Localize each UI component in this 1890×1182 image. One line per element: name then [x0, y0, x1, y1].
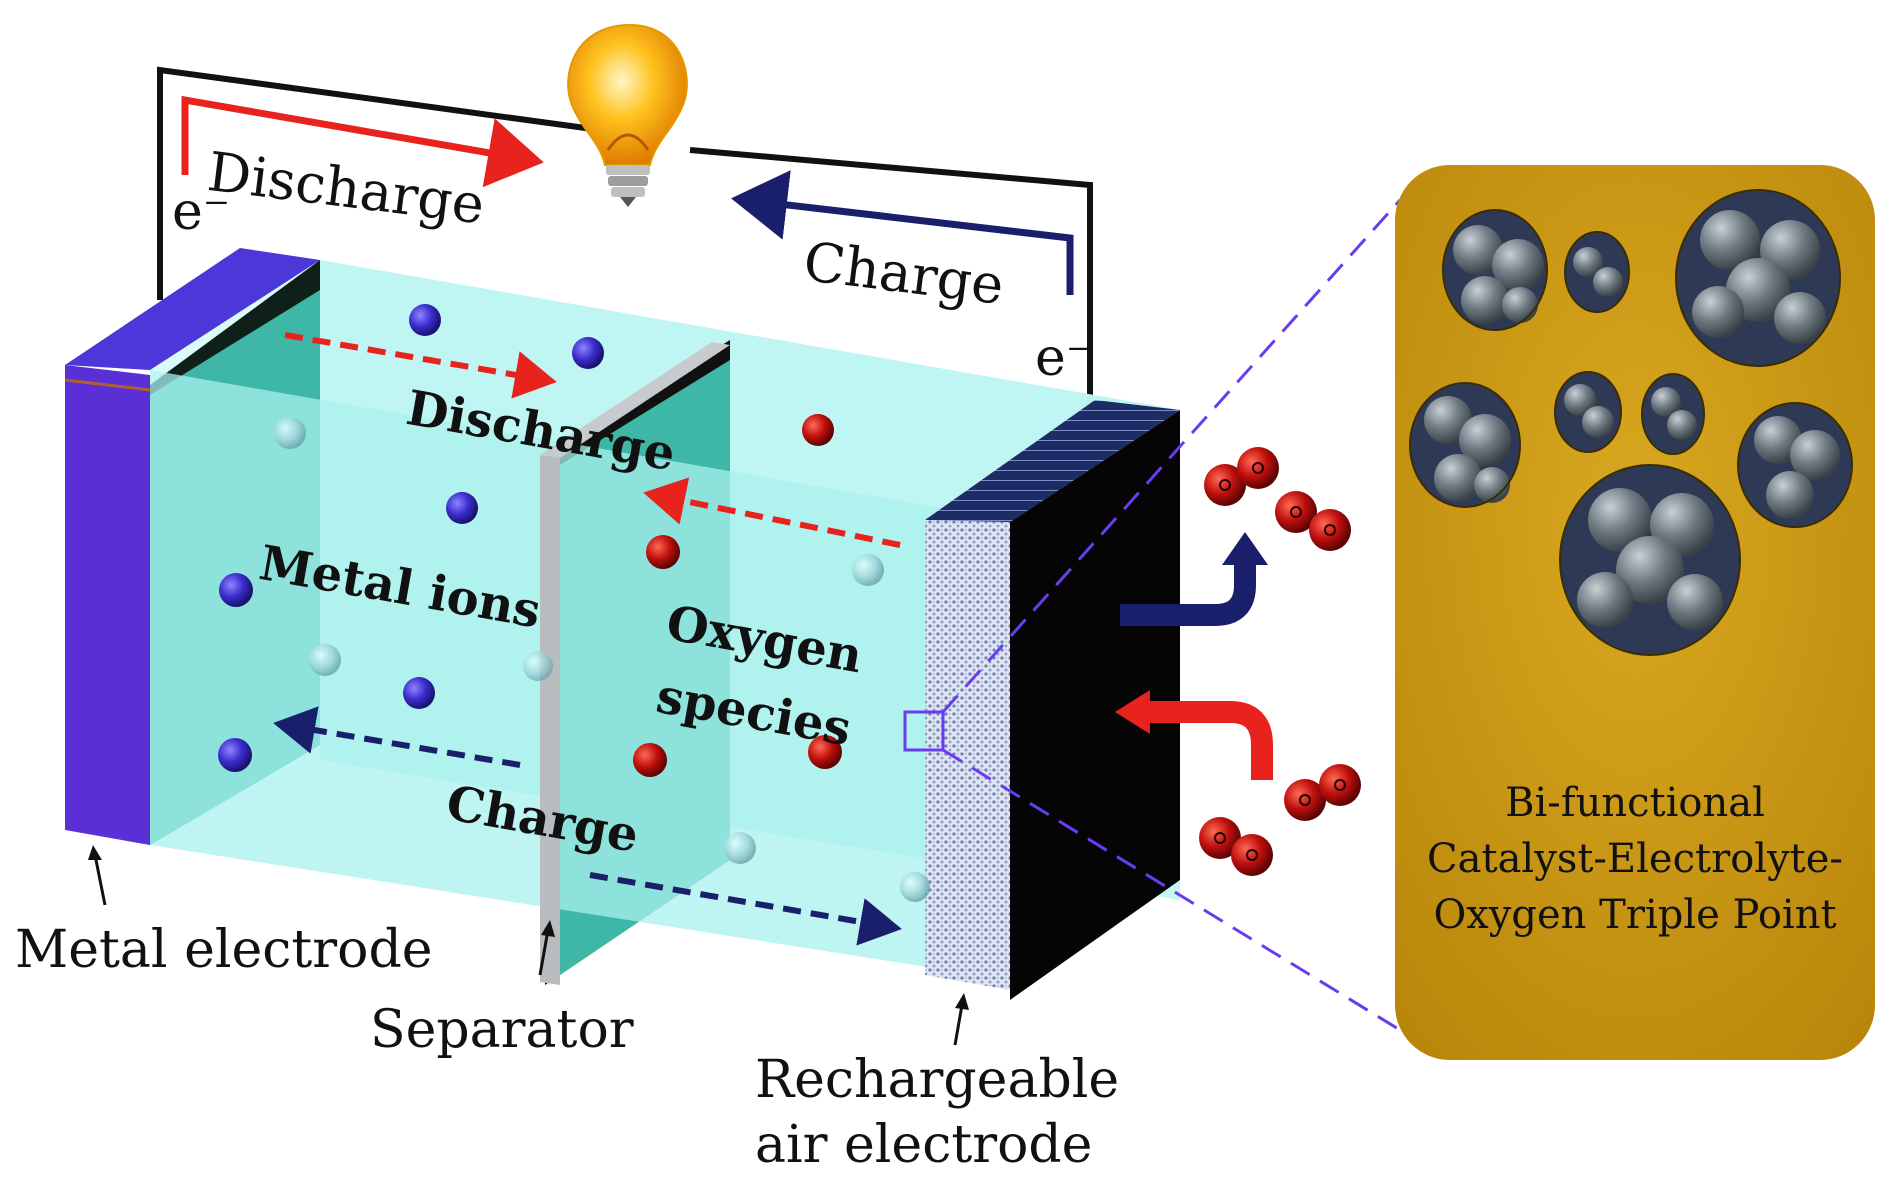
- discharge-mid-arrow-2: [643, 477, 901, 548]
- circuit-wire: [157, 66, 1093, 470]
- air-electrode-stripes: [925, 400, 1180, 522]
- air-electrode-label-line1: Rechargeable: [755, 1050, 1120, 1110]
- catalyst-pores: [1409, 189, 1853, 656]
- discharge-top-arrow: [181, 95, 544, 188]
- oxygen-out-arrow: [1120, 560, 1256, 626]
- metal-electrode-pointer: [93, 854, 107, 906]
- electron-right-label: e⁻: [1035, 328, 1094, 388]
- metal-ions: [218, 304, 604, 772]
- charge-top-arrow: [731, 170, 1074, 295]
- zoom-region: [903, 710, 945, 752]
- metal-electrode-front: [65, 365, 150, 845]
- caption-line-1: Bi-functional: [1505, 780, 1765, 826]
- discharge-mid-arrow-1: [284, 332, 557, 399]
- separator-strip-top: [540, 342, 730, 458]
- air-electrode-pointer: [953, 1004, 964, 1046]
- charge-mid-arrow-2: [589, 872, 902, 946]
- light-bulb-icon: [567, 23, 688, 207]
- caption-line-2: Catalyst-Electrolyte-: [1427, 836, 1843, 882]
- caption-line-3: Oxygen Triple Point: [1433, 892, 1837, 938]
- separator-label: Separator: [370, 1000, 634, 1060]
- oxygen-in-arrow: [1145, 701, 1273, 780]
- separator-strip: [540, 455, 560, 985]
- air-electrode-label-line2: air electrode: [755, 1115, 1093, 1175]
- electrolyte-front-face: [150, 370, 1010, 980]
- oxygen-molecule-icon: [1199, 447, 1361, 876]
- faint-ions: [274, 417, 930, 902]
- oxygen-ions: [633, 414, 842, 777]
- separator-pointer: [538, 929, 550, 976]
- electron-left-label: e⁻: [172, 182, 231, 242]
- air-electrode-black: [1010, 410, 1180, 1000]
- metal-electrode-top: [65, 248, 320, 370]
- metal-electrode-label: Metal electrode: [15, 920, 433, 980]
- air-electrode-mesh: [925, 520, 1010, 990]
- triple-point-caption: Bi-functional Catalyst-Electrolyte- Oxyg…: [1395, 775, 1875, 943]
- charge-mid-arrow-1: [273, 706, 521, 768]
